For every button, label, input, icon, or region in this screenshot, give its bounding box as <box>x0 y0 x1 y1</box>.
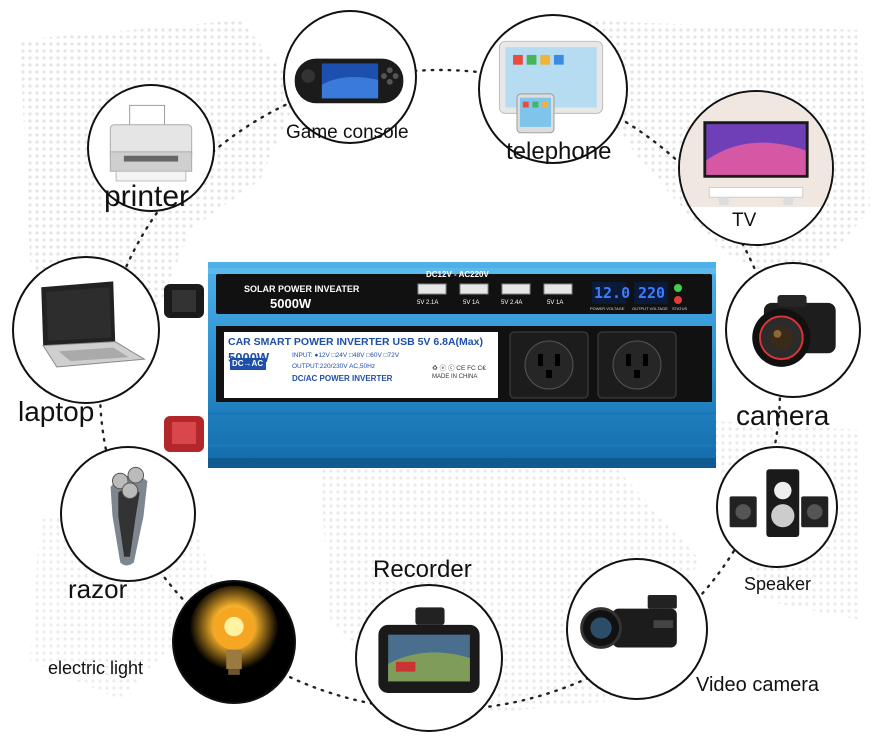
game-console-bubble <box>283 10 417 144</box>
telephone-bubble <box>478 14 628 164</box>
telephone-label: telephone <box>506 138 612 165</box>
power-inverter: DC12V - AC220V SOLAR POWER INVEATER 5000… <box>160 262 720 474</box>
label-watt: 5000W <box>228 350 270 365</box>
telephone-icon <box>498 40 604 134</box>
inverter-body <box>164 262 716 468</box>
laptop-label: laptop <box>18 396 95 427</box>
razor-bubble <box>60 446 196 582</box>
video-camera-bubble <box>566 558 708 700</box>
dc-ac-badge: DC→AC <box>232 359 264 368</box>
tv-bubble <box>678 90 834 246</box>
electric-light-bubble <box>172 580 296 704</box>
usb-port-label: 5V 2.4A <box>501 300 523 306</box>
made-in-text: MADE IN CHINA <box>432 374 478 380</box>
razor-icon <box>110 466 148 566</box>
printer-label: printer <box>104 180 190 213</box>
input-line: INPUT: ●12V □24V □48V □60V □72V <box>292 352 400 359</box>
video-camera-icon <box>580 594 677 649</box>
recorder-label: Recorder <box>373 556 472 583</box>
electric-light-label: electric light <box>48 658 144 678</box>
game-console-label: Game console <box>286 122 409 143</box>
laptop-bubble <box>12 256 160 404</box>
output-voltage-label: OUTPUT VOLTAGE <box>632 306 668 311</box>
power-voltage-display: 12.0 <box>594 284 631 302</box>
speaker-label: Speaker <box>744 574 812 594</box>
game-console-icon <box>294 58 404 104</box>
output-line: OUTPUT:220/230V AC,50Hz <box>292 363 376 370</box>
camera-label: camera <box>736 400 830 431</box>
power-voltage-label: POWER VOLTAGE <box>590 306 625 311</box>
voltage-range-text: DC12V - AC220V <box>426 270 489 279</box>
label-title: CAR SMART POWER INVERTER USB 5V 6.8A(Max… <box>228 336 483 348</box>
camera-icon <box>752 295 836 367</box>
usb-port-label: 5V 1A <box>463 300 480 306</box>
laptop-icon <box>41 281 146 368</box>
camera-bubble <box>725 262 861 398</box>
recorder-bubble <box>355 584 503 732</box>
printer-bubble <box>87 84 215 212</box>
usb-port-label: 5V 2.1A <box>417 300 439 306</box>
output-voltage-display: 220 <box>638 284 666 302</box>
printer-icon <box>109 104 193 182</box>
speaker-bubble <box>716 446 838 568</box>
brand-line: SOLAR POWER INVEATER <box>244 284 360 294</box>
status-label: STATUS <box>672 306 688 311</box>
razor-label: razor <box>68 574 128 604</box>
tv-icon <box>680 92 832 244</box>
usb-port-label: 5V 1A <box>547 300 564 306</box>
dash-recorder-icon <box>378 607 480 694</box>
dc-ac-power-line: DC/AC POWER INVERTER <box>292 374 393 383</box>
speaker-icon <box>729 469 829 537</box>
light-bulb-icon <box>189 585 279 675</box>
certification-marks: ♻ ⓔ ⓒ CE FC C€ <box>432 365 486 372</box>
video-camera-label: Video camera <box>696 674 820 696</box>
tv-label: TV <box>732 210 757 231</box>
watt-top: 5000W <box>270 296 312 311</box>
